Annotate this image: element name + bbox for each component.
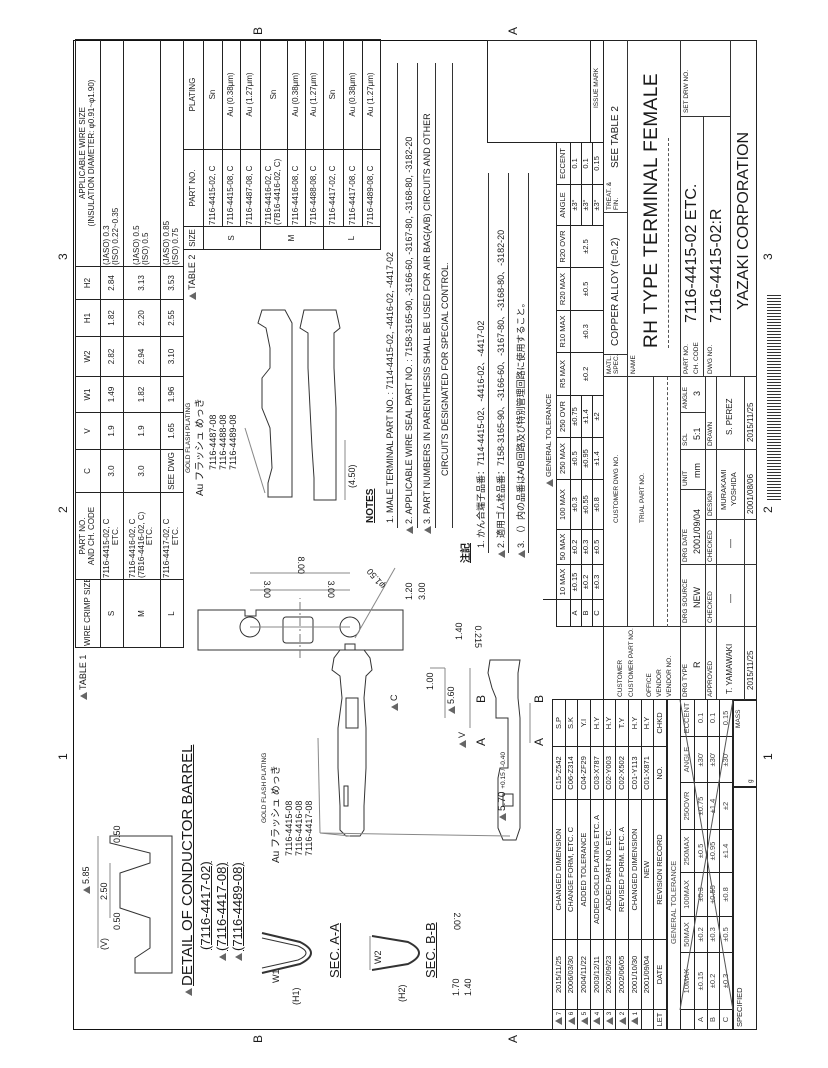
plating-note-small: GOLD FLASH PLATING [261, 752, 268, 823]
dim-4-50: (4.50) [347, 464, 357, 488]
dim-w2: W2 [373, 950, 383, 965]
dim-8-00: 8.00 [296, 556, 306, 574]
section-a-a-profile [261, 932, 312, 974]
section-b-marker-2: B [532, 694, 546, 703]
dim-c-text: C [389, 694, 399, 702]
terminal-side-view [487, 659, 521, 841]
dim-2-00: 2.00 [452, 912, 462, 930]
plating-part: 7116-4489-08 [228, 414, 238, 470]
dim-0-50-a: 0.50 [112, 825, 122, 843]
dim-1-20: 1.20 [404, 582, 414, 600]
dim-v: V [457, 731, 467, 750]
dim-1-70: 1.70 [451, 978, 461, 996]
dim-0-215: 0.215 [473, 625, 483, 648]
plating-part: 7116-4488-08 [218, 414, 228, 470]
detail-title-text: DETAIL OF CONDUCTOR BARREL [179, 744, 196, 986]
terminal-top-view [331, 649, 373, 837]
plating-part: 7116-4487-08 [208, 414, 218, 470]
dim-2-50: 2.50 [99, 882, 109, 900]
section-b-marker: B [474, 694, 488, 703]
terminal-slot [343, 785, 349, 807]
dim-leader [354, 567, 396, 639]
detail-part: (7116-4489-08) [230, 862, 245, 963]
dim-3-00-c: 3.00 [417, 582, 427, 600]
crossout-line [679, 699, 734, 1011]
dim-w1: W1 [271, 969, 281, 984]
dim-3-00-b: 3.00 [326, 580, 336, 598]
dim-h2: (H2) [397, 984, 407, 1003]
terminal-view-upper [257, 309, 293, 498]
section-a-a-inner [261, 937, 307, 969]
dim-5-70: 5.70 +0.15 / -0.40 [497, 752, 508, 823]
dim-5-60: 5.60 [446, 686, 456, 716]
dim-1-00: 1.00 [425, 672, 435, 690]
dim-1-40-b: 1.40 [463, 978, 473, 996]
dim-5-85-text: 5.85 [81, 866, 91, 884]
detail-title: DETAIL OF CONDUCTOR BARREL [179, 744, 196, 998]
dim-5-60-text: 5.60 [446, 686, 456, 704]
dim-5-70-tol: +0.15 / -0.40 [500, 752, 507, 789]
lance-window [345, 697, 359, 729]
plating-note-small-2: GOLD FLASH PLATING [185, 402, 192, 473]
side-window [502, 793, 514, 807]
dim-c: C [389, 694, 399, 714]
plating-part: 7116-4416-08 [294, 800, 304, 856]
plating-note-2: Au フラッシュ めっき [195, 398, 206, 496]
plating-part: 7116-4417-08 [304, 800, 314, 856]
section-a-marker-2: A [532, 737, 546, 746]
plating-part: 7116-4415-08 [284, 800, 294, 856]
plating-note: Au フラッシュ めっき [271, 765, 282, 863]
dim-h1: (H1) [291, 987, 301, 1006]
dim-v-paren: (V) [99, 938, 109, 950]
dim-1-40: 1.40 [454, 622, 464, 640]
section-a-a-label: SEC. A-A [327, 923, 342, 978]
carrier-slot [282, 616, 314, 644]
dim-5-85: 5.85 [81, 866, 91, 896]
conductor-barrel-detail [109, 835, 173, 974]
section-b-b-label: SEC. B-B [423, 922, 438, 978]
dim-5-70-text: 5.70 [497, 791, 508, 811]
carrier-strip [197, 609, 404, 651]
terminal-view-lower [299, 309, 341, 501]
dim-0-50-b: 0.50 [112, 912, 122, 930]
section-b-b-profile [371, 935, 420, 971]
dim-3-00-a: 3.00 [262, 580, 272, 598]
detail-part: (7116-4417-08) [214, 862, 229, 963]
detail-part: (7116-4417-02) [198, 861, 213, 950]
dim-v-text: V [457, 731, 467, 738]
section-a-marker: A [474, 737, 488, 746]
